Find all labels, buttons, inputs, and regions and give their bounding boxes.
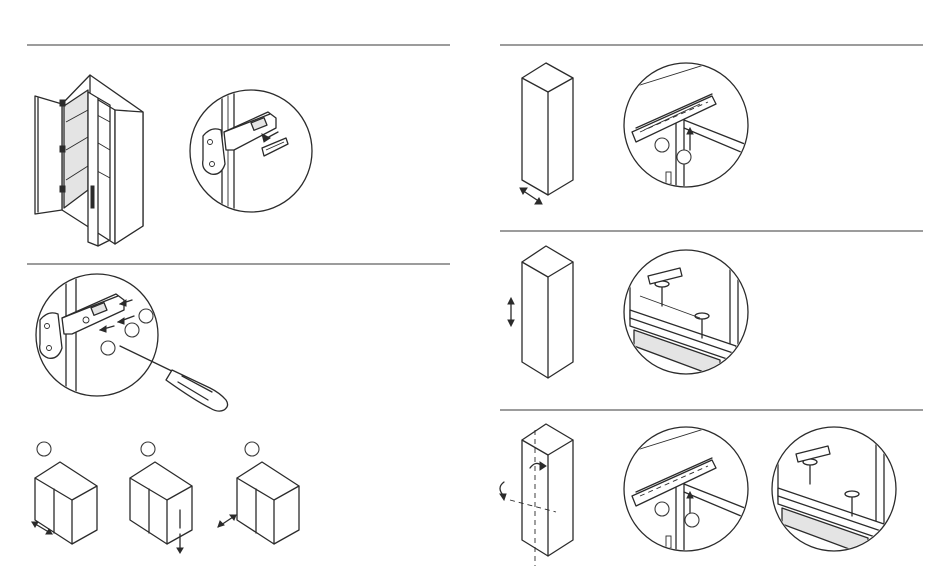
callout-circle	[655, 138, 669, 152]
door-depth-adjust-option	[218, 442, 299, 544]
leveling-feet-magnifier-step-6	[772, 427, 896, 556]
door-depth-adjust-arrow-icon	[218, 515, 236, 527]
rail-bracket-magnifier	[624, 60, 760, 200]
callout-circle	[677, 150, 691, 164]
callout-circle	[125, 323, 139, 337]
cabinet-rotate-illustration	[500, 424, 573, 566]
section-rules	[27, 45, 923, 410]
cabinet-height-adjust-illustration	[508, 246, 573, 378]
open-cabinet-illustration	[35, 75, 143, 246]
callout-circle	[141, 442, 155, 456]
leveling-feet-magnifier	[624, 250, 748, 378]
door-height-adjust-option	[130, 442, 192, 553]
cabinet-side-shift-illustration	[520, 63, 573, 204]
callout-circle	[101, 341, 115, 355]
callout-circle	[655, 502, 669, 516]
callout-circle	[139, 309, 153, 323]
hinge-screw-adjustment-magnifier	[36, 272, 158, 400]
rail-bracket-magnifier-step-6	[624, 424, 760, 560]
callout-circle	[245, 442, 259, 456]
hinge-detail-magnifier	[190, 88, 312, 215]
callout-circle	[685, 513, 699, 527]
callout-circle	[37, 442, 51, 456]
door-side-adjust-option	[32, 442, 97, 544]
